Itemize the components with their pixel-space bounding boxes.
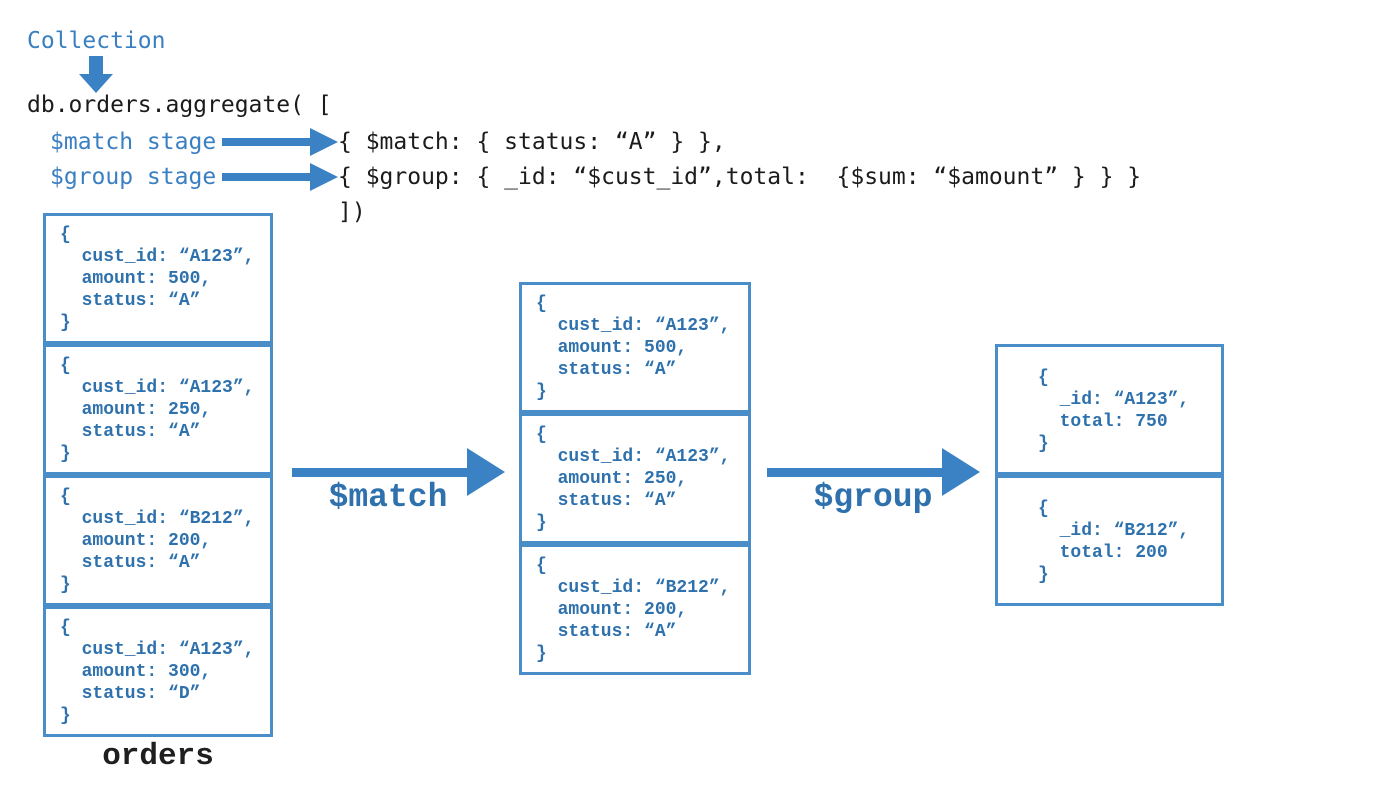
group-pipeline-arrow-icon: [767, 448, 980, 496]
document-card: { cust_id: “B212”, amount: 200, status: …: [519, 544, 751, 675]
document-card: { _id: “A123”, total: 750 }: [995, 344, 1224, 475]
document-text: { _id: “B212”, total: 200 }: [1038, 499, 1190, 585]
document-card: { cust_id: “A123”, amount: 250, status: …: [519, 413, 751, 544]
document-card: { cust_id: “B212”, amount: 200, status: …: [43, 475, 273, 606]
aggregate-code-line: db.orders.aggregate( [: [27, 92, 332, 118]
document-text: { cust_id: “A123”, amount: 250, status: …: [536, 425, 731, 533]
document-card: { cust_id: “A123”, amount: 250, status: …: [43, 344, 273, 475]
document-text: { cust_id: “B212”, amount: 200, status: …: [60, 487, 255, 595]
collection-label: Collection: [27, 28, 166, 54]
group-arrow-label: $group: [813, 479, 933, 516]
match-arrow-label: $match: [328, 479, 448, 516]
orders-collection-column: { cust_id: “A123”, amount: 500, status: …: [43, 213, 273, 737]
down-arrow-icon: [79, 56, 113, 93]
match-stage-code: { $match: { status: “A” } },: [338, 129, 726, 155]
document-text: { cust_id: “A123”, amount: 300, status: …: [60, 618, 255, 726]
orders-collection-label: orders: [102, 739, 214, 774]
match-pipeline-arrow-icon: [292, 448, 505, 496]
document-text: { cust_id: “A123”, amount: 500, status: …: [536, 294, 731, 402]
after-match-column: { cust_id: “A123”, amount: 500, status: …: [519, 282, 751, 675]
group-stage-code: { $group: { _id: “$cust_id”,total: {$sum…: [338, 164, 1142, 190]
document-card: { cust_id: “A123”, amount: 500, status: …: [43, 213, 273, 344]
group-stage-arrow-icon: [222, 163, 338, 191]
document-text: { _id: “A123”, total: 750 }: [1038, 368, 1190, 454]
document-card: { _id: “B212”, total: 200 }: [995, 475, 1224, 606]
document-text: { cust_id: “B212”, amount: 200, status: …: [536, 556, 731, 664]
group-stage-label: $group stage: [50, 164, 217, 190]
document-text: { cust_id: “A123”, amount: 250, status: …: [60, 356, 255, 464]
document-card: { cust_id: “A123”, amount: 300, status: …: [43, 606, 273, 737]
document-card: { cust_id: “A123”, amount: 500, status: …: [519, 282, 751, 413]
match-stage-arrow-icon: [222, 128, 338, 156]
match-stage-label: $match stage: [50, 129, 217, 155]
closing-bracket: ]): [338, 199, 366, 225]
document-text: { cust_id: “A123”, amount: 500, status: …: [60, 225, 255, 333]
after-group-column: { _id: “A123”, total: 750 } { _id: “B212”…: [995, 344, 1224, 606]
